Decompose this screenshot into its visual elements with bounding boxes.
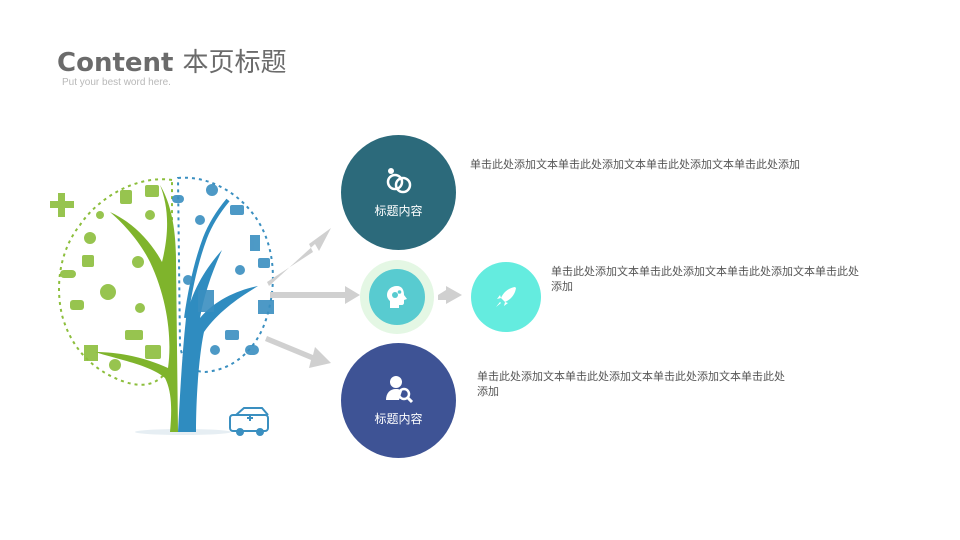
topic-title-3: 标题内容 xyxy=(374,412,423,426)
center-circle xyxy=(369,269,425,325)
topic-circle-2 xyxy=(471,262,541,332)
page-subtitle: Put your best word here. xyxy=(62,77,171,88)
head-gears-icon xyxy=(387,286,407,308)
rocket-icon xyxy=(496,287,516,307)
topic-title-1: 标题内容 xyxy=(374,204,423,218)
user-search-icon xyxy=(385,376,413,404)
arrow-right-small xyxy=(438,286,462,304)
links-icon xyxy=(386,168,411,194)
topic-text-1: 单击此处添加文本单击此处添加文本单击此处添加文本单击此处添加 xyxy=(470,158,800,171)
topic-text-3: 单击此处添加文本单击此处添加文本单击此处添加文本单击此处添加 xyxy=(477,370,785,398)
page-title: Content 本页标题 xyxy=(57,48,287,78)
medical-tree-illustration xyxy=(50,176,274,436)
arrow-up-right xyxy=(267,228,331,286)
topic-circle-1: 标题内容 xyxy=(341,135,456,250)
topic-text-2: 单击此处添加文本单击此处添加文本单击此处添加文本单击此处添加 xyxy=(551,265,859,293)
connector-arrows xyxy=(265,228,462,368)
arrow-down-right xyxy=(265,336,331,368)
arrow-right-main xyxy=(270,286,360,304)
topic-circle-3: 标题内容 xyxy=(341,343,456,458)
